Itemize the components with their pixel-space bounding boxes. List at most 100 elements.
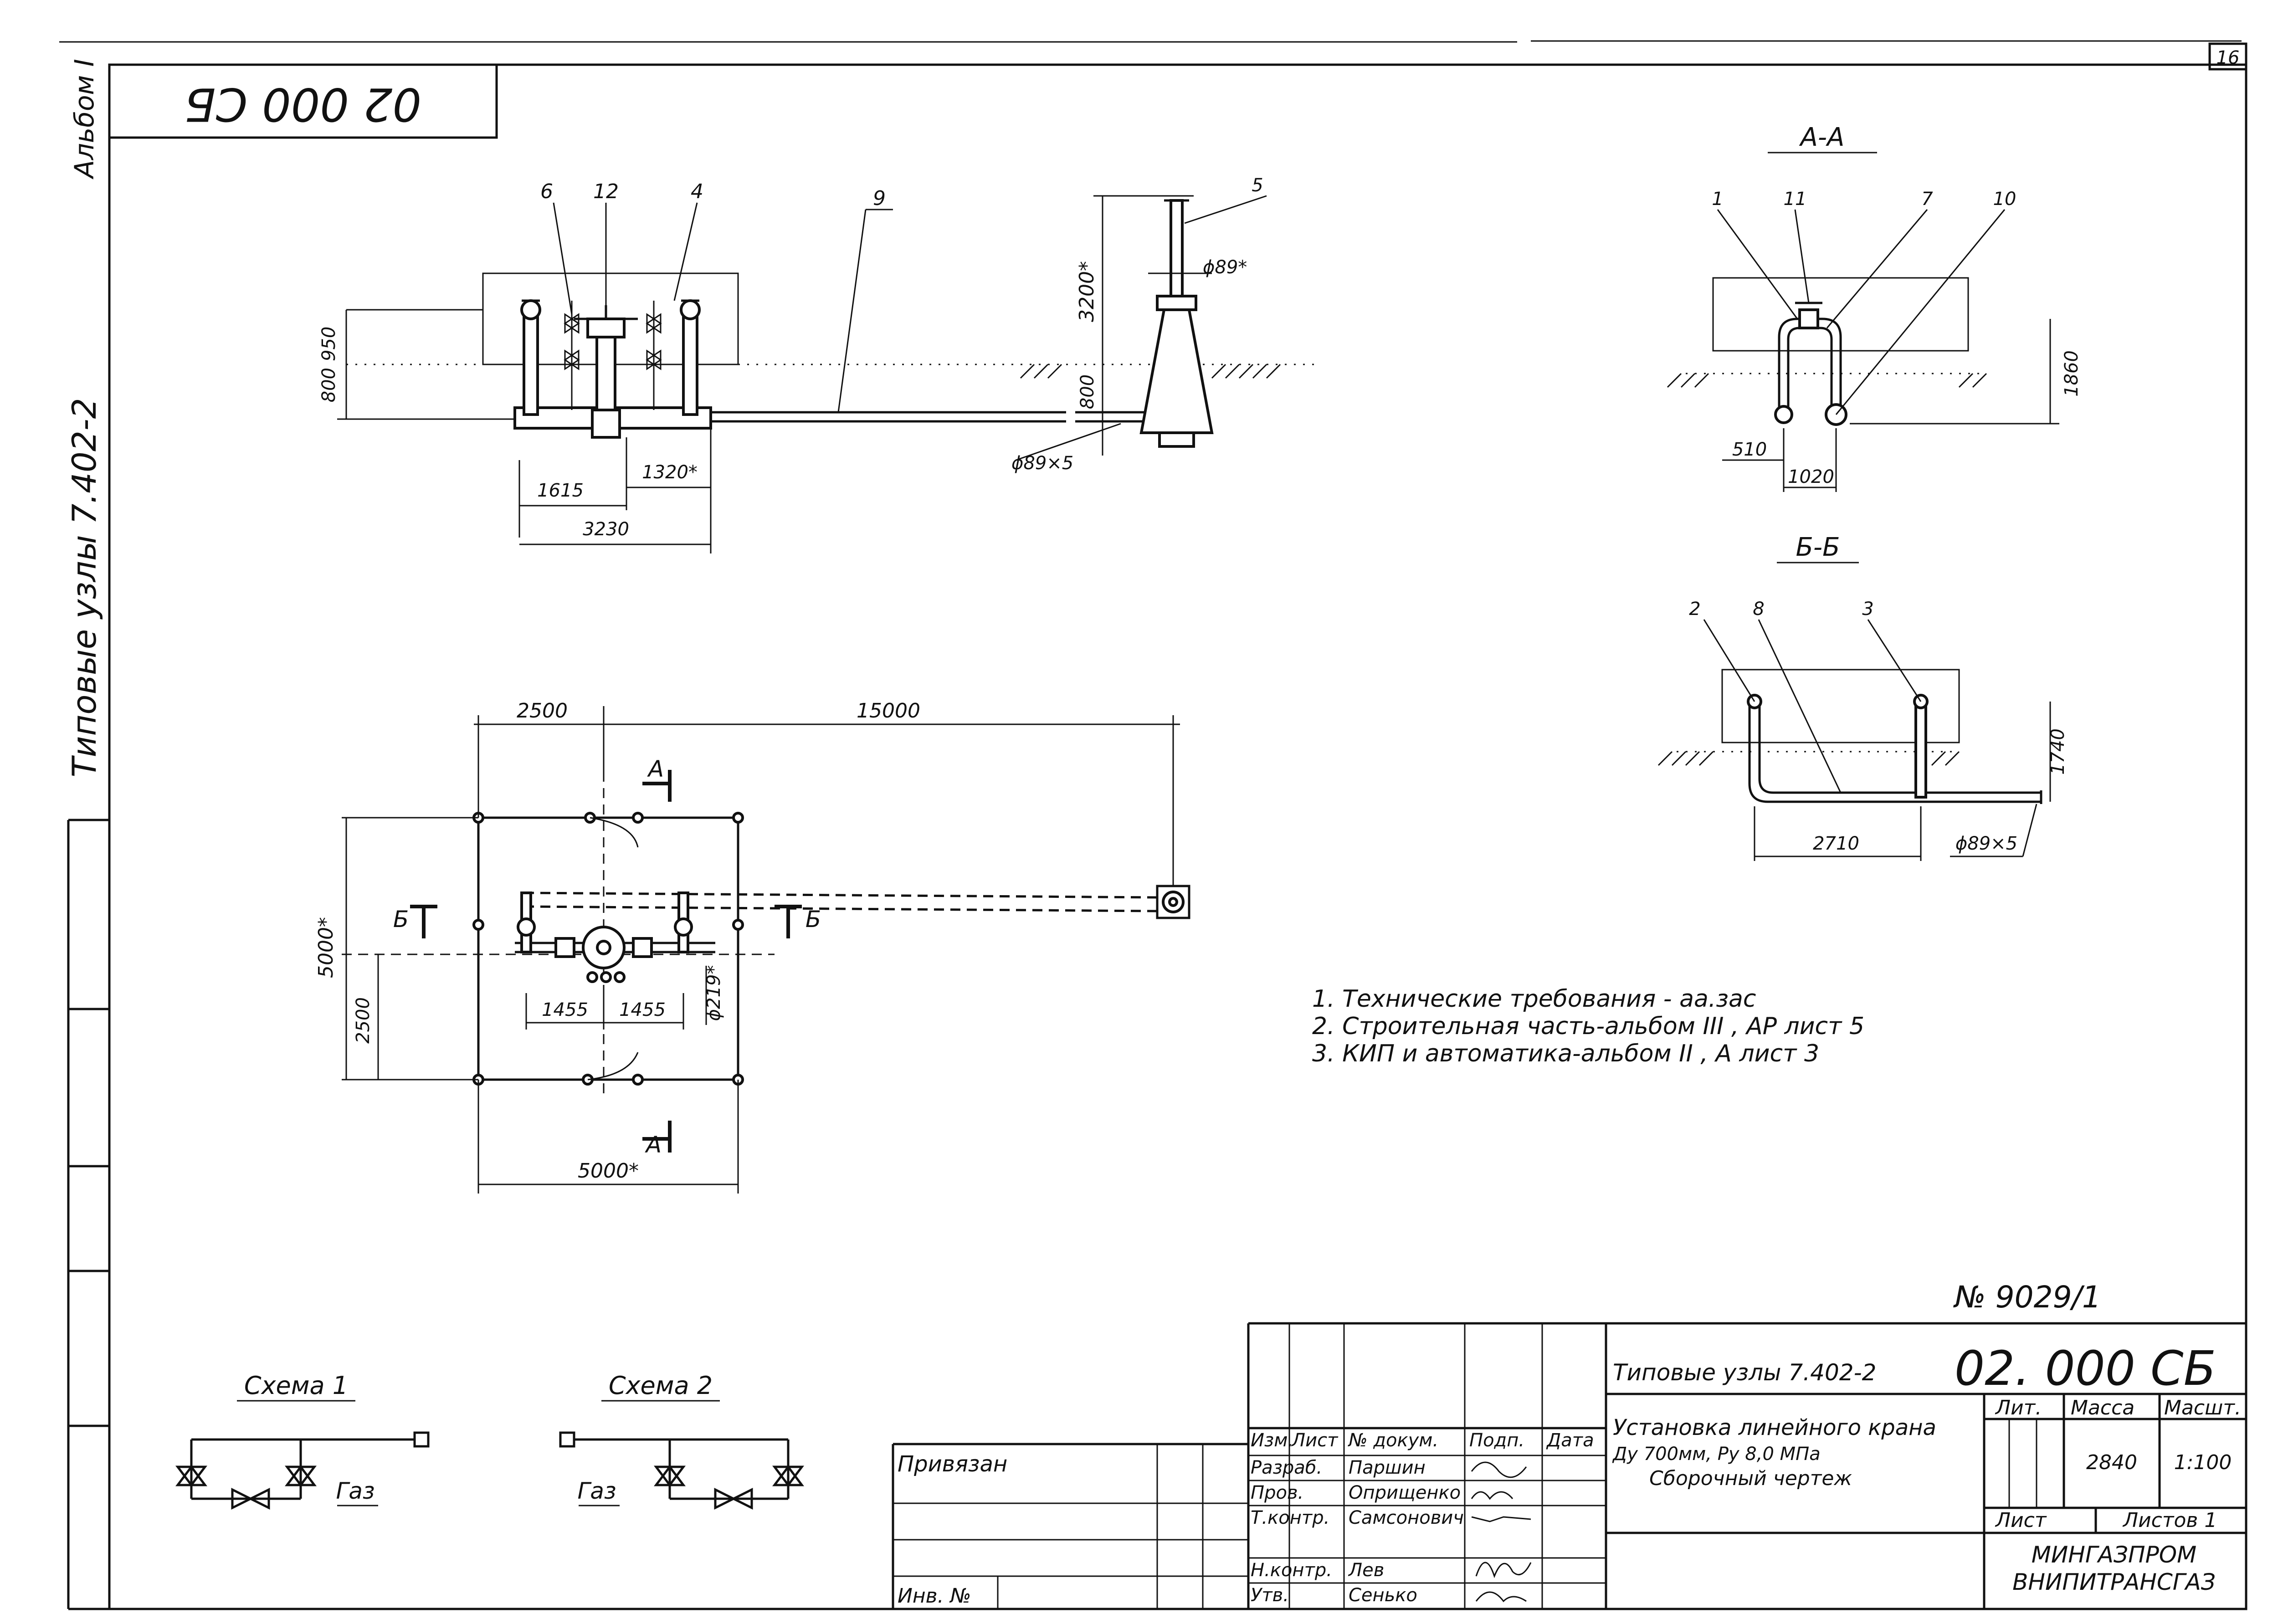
stamp-series: Типовые узлы 7.402-2 [1613, 1359, 1876, 1386]
stamp-name-razrab: Паршин [1349, 1457, 1426, 1478]
callout-bb-2: 2 [1689, 599, 1700, 620]
callout-aa-11: 11 [1784, 189, 1807, 210]
stamp-col-list: Лист [1291, 1430, 1339, 1451]
dim-dia89x5-bb: ϕ89×5 [1955, 833, 2017, 854]
main-elevation-view: 6 12 4 9 800950 1615 1320* 3230 5 3200* … [318, 175, 1321, 553]
scheme-1: Схема 1 Газ [175, 1371, 430, 1510]
stamp-col-data: Дата [1546, 1430, 1594, 1451]
rotated-code: 02 000 СБ [185, 78, 421, 131]
plan-fence [477, 816, 739, 1081]
note-1: 1. Технические требования - аа.зас [1312, 985, 1756, 1013]
scheme-1-title: Схема 1 [244, 1371, 348, 1400]
callout-12: 12 [593, 180, 619, 203]
signature-utv [1475, 1591, 1527, 1603]
stamp-row-razrab: Разраб. [1251, 1457, 1322, 1478]
section-aa: А-А 1 11 7 10 1860 510 1020 [1667, 123, 2082, 492]
dim-2500-vertical: 2500 [353, 997, 374, 1044]
callout-aa-7: 7 [1921, 189, 1933, 210]
dim-800-950: 800950 [318, 327, 339, 403]
page-number-box [2208, 42, 2247, 71]
stamp-privyazan: Привязан [898, 1451, 1007, 1477]
stamp-list: Лист [1995, 1509, 2047, 1532]
stamp-row-prov: Пров. [1251, 1482, 1303, 1503]
dim-1320: 1320* [642, 462, 698, 483]
dim-1860: 1860 [2061, 350, 2082, 397]
dim-510: 510 [1732, 439, 1767, 460]
dim-1740: 1740 [2047, 728, 2068, 775]
callout-bb-8: 8 [1753, 599, 1764, 620]
series-side-label: Типовые узлы 7.402-2 [65, 398, 103, 778]
stamp-title-1: Установка линейного крана [1613, 1415, 1936, 1440]
stamp-name-nkontr: Лев [1348, 1560, 1384, 1581]
callout-aa-1: 1 [1712, 189, 1723, 210]
dim-5000-horizontal: 5000* [578, 1159, 639, 1183]
stamp-name-tkontr: Самсонович [1349, 1507, 1464, 1528]
dim-1020: 1020 [1788, 466, 1834, 487]
rotated-code-box [108, 63, 498, 139]
dim-3230: 3230 [583, 519, 629, 540]
stamp-col-podp: Подп. [1469, 1430, 1524, 1451]
stamp-masshtab-value: 1:100 [2174, 1451, 2232, 1474]
scheme-2: Схема 2 Газ [559, 1371, 804, 1510]
album-side-label: Альбом I [69, 59, 100, 179]
stamp-col-docnum: № докум. [1348, 1430, 1438, 1451]
stamp-listov: Листов 1 [2122, 1509, 2217, 1532]
dim-dia89: ϕ89* [1203, 257, 1247, 278]
dim-3200: 3200* [1075, 261, 1098, 322]
sheet-frame [108, 63, 2247, 1610]
stamp-masshtab: Масшт. [2164, 1396, 2241, 1419]
notes-block: 1. Технические требования - аа.зас 2. Ст… [1312, 985, 1864, 1067]
stamp-lit: Лит. [1995, 1396, 2042, 1419]
signature-nkontr [1475, 1562, 1532, 1578]
callout-4: 4 [691, 180, 703, 203]
callout-aa-10: 10 [1993, 189, 2016, 210]
title-block: № 9029/1 Привязан [892, 1280, 2246, 1609]
scheme-1-gas: Газ [336, 1478, 375, 1504]
dim-800-tower: 800 [1077, 374, 1098, 409]
callout-bb-3: 3 [1862, 599, 1873, 620]
dim-1455-left: 1455 [542, 999, 588, 1020]
dim-5000-vertical: 5000* [314, 917, 338, 978]
scheme-2-title: Схема 2 [609, 1371, 713, 1400]
stamp-row-tkontr: Т.контр. [1251, 1507, 1329, 1528]
cut-b-right: Б [806, 906, 821, 932]
callout-6: 6 [540, 180, 553, 203]
stamp-title-3: Сборочный чертеж [1649, 1467, 1852, 1490]
stamp-row-utv: Утв. [1251, 1585, 1289, 1606]
dim-1455-right: 1455 [619, 999, 666, 1020]
cut-b-left: Б [393, 906, 409, 932]
stamp-row-nkontr: Н.контр. [1251, 1560, 1332, 1581]
scheme-2-gas: Газ [577, 1478, 616, 1504]
stamp-name-prov: Оприщенко [1349, 1482, 1461, 1503]
stamp-name-utv: Сенько [1349, 1585, 1417, 1606]
dim-2500-plan: 2500 [517, 699, 568, 722]
stamp-massa-value: 2840 [2086, 1451, 2137, 1474]
stamp-massa: Масса [2071, 1396, 2134, 1419]
dim-2710: 2710 [1813, 833, 1859, 854]
note-3: 3. КИП и автоматика-альбом II , А лист 3 [1312, 1040, 1819, 1067]
dim-dia89x5: ϕ89×5 [1011, 453, 1073, 474]
plan-view: 2500 15000 5000* 2500 1455 1455 ϕ219* 50… [314, 699, 1190, 1194]
stamp-title-2: Ду 700мм, Ру 8,0 МПа [1612, 1444, 1821, 1465]
signature-prov [1471, 1491, 1514, 1500]
cut-a-top: А [647, 756, 664, 782]
dim-1615: 1615 [537, 480, 584, 501]
page-number: 16 [2216, 47, 2240, 68]
section-bb-title: Б-Б [1796, 533, 1840, 562]
section-bb: Б-Б 2 8 3 1740 2710 ϕ89×5 [1657, 533, 2068, 861]
stamp-code: 02. 000 СБ [1955, 1341, 2216, 1396]
note-2: 2. Строительная часть-альбом III , АР ли… [1312, 1013, 1864, 1040]
section-aa-title: А-А [1799, 123, 1845, 152]
cut-a-bottom: А [645, 1132, 662, 1158]
signature-tkontr [1471, 1516, 1531, 1522]
signature-razrab [1471, 1461, 1527, 1478]
stamp-org-2: ВНИПИТРАНСГАЗ [2012, 1569, 2216, 1595]
dim-dia219: ϕ219* [703, 965, 724, 1021]
stamp-col-izm: Изм. [1251, 1430, 1293, 1451]
callout-9: 9 [873, 187, 886, 210]
stamp-org-1: МИНГАЗПРОМ [2032, 1542, 2197, 1568]
dim-15000: 15000 [857, 699, 920, 722]
callout-5: 5 [1252, 175, 1263, 196]
